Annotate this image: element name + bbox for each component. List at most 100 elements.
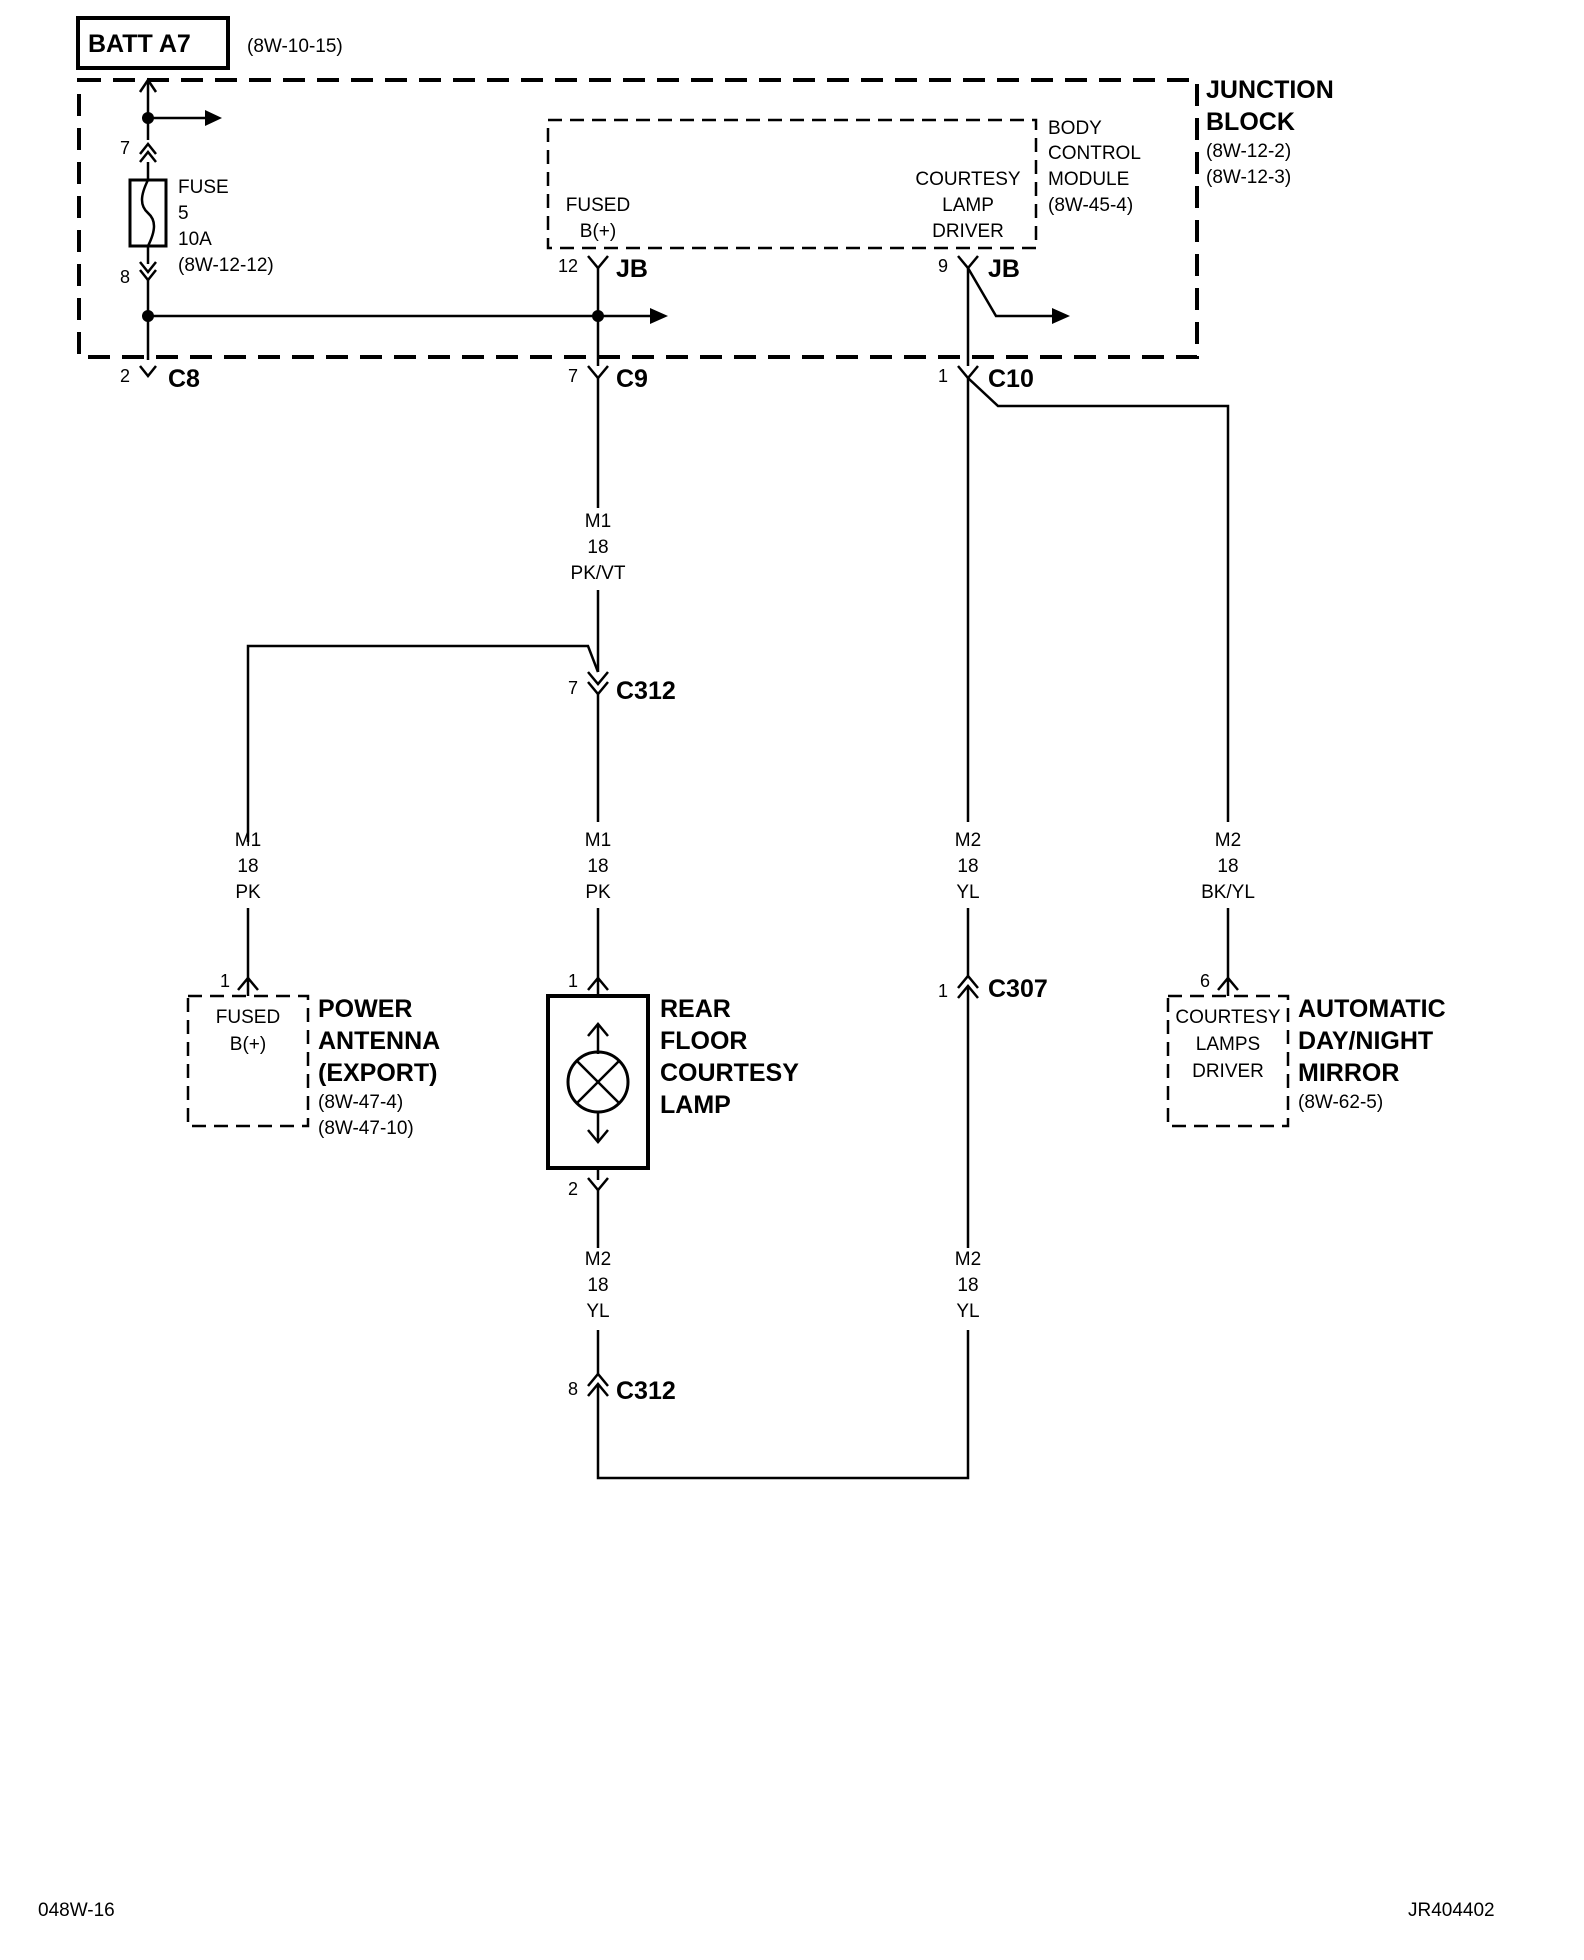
battery-feed-wire [138,77,222,180]
c312-top-pin: 7 [568,678,578,698]
fuse-pin-bottom: 8 [120,267,130,287]
c312-top-splice [246,590,609,842]
wire-m2-bkyl-color: BK/YL [1201,882,1255,903]
c9-pin: 7 [568,366,578,386]
junction-block-ref-1: (8W-12-2) [1206,141,1291,162]
mirror-inner-1: COURTESY [1175,1007,1281,1028]
bcm-fused-2: B(+) [580,221,616,242]
lamp-bulb-icon [566,1050,630,1114]
c307-connector [957,908,979,1248]
footer-left: 048W-16 [38,1900,115,1921]
antenna-name-2: ANTENNA [318,1027,440,1055]
c307-pin: 1 [938,981,948,1001]
wire-m2-yl-lower-right-circuit: M2 [955,1249,981,1270]
wire-m1-pkvt-circuit: M1 [585,511,611,532]
bcm-title-2: CONTROL [1048,143,1141,164]
fuse-rating: 10A [178,229,212,250]
c312-top-name: C312 [616,677,676,705]
bcm-ref: (8W-45-4) [1048,195,1133,216]
junction-block-title-1: JUNCTION [1206,76,1334,104]
wire-m2-yl-lower-left-circuit: M2 [585,1249,611,1270]
rear-floor-courtesy-lamp [546,976,650,1248]
bcm-fused-1: FUSED [566,195,630,216]
antenna-pin: 1 [220,971,230,991]
fuse-ref: (8W-12-12) [178,255,274,276]
lamp-name-4: LAMP [660,1091,731,1119]
wire-m2-yl-lower-right-color: YL [956,1301,979,1322]
batt-box [76,16,230,70]
mirror-inner-3: DRIVER [1192,1061,1264,1082]
mirror-outline [1166,994,1290,1128]
bcm-driver-2: LAMP [942,195,994,216]
c312-bottom-pin: 8 [568,1379,578,1399]
wire-m2-yl-lower-left-gauge: 18 [587,1275,608,1296]
wire-m1-pk-center-color: PK [585,882,611,903]
antenna-inner-1: FUSED [216,1007,280,1028]
wire-m2-bkyl-circuit: M2 [1215,830,1241,851]
fused-b-plus-wire [587,255,609,508]
lamp-pin-bottom: 2 [568,1179,578,1199]
bcm-title-3: MODULE [1048,169,1129,190]
fuse-label: FUSE [178,177,229,198]
wire-m2-yl-lower-left-color: YL [586,1301,609,1322]
c10-pin: 1 [938,366,948,386]
wire-m1-pk-left-color: PK [235,882,261,903]
mirror-ref: (8W-62-5) [1298,1092,1383,1113]
junction-block-ref-2: (8W-12-3) [1206,167,1291,188]
fuse-5 [128,178,168,248]
mirror-inner-2: LAMPS [1196,1034,1260,1055]
wire-m1-pk-left-gauge: 18 [237,856,258,877]
jb-right-name: JB [988,255,1020,283]
c307-name: C307 [988,975,1048,1003]
bcm-outline [546,118,1038,250]
fuse-number: 5 [178,203,189,224]
c8-name: C8 [168,365,200,393]
footer-right: JR404402 [1408,1900,1495,1921]
jb-left-name: JB [616,255,648,283]
c9-name: C9 [616,365,648,393]
antenna-ref-2: (8W-47-10) [318,1118,414,1139]
wire-m1-pkvt-color: PK/VT [571,563,626,584]
power-antenna-connector [237,976,259,996]
antenna-name-1: POWER [318,995,412,1023]
jb-right-pin: 9 [938,256,948,276]
mirror-connector [1217,976,1239,996]
c8-pin: 2 [120,366,130,386]
batt-ref: (8W-10-15) [247,36,343,57]
lamp-name-3: COURTESY [660,1059,799,1087]
mirror-name-2: DAY/NIGHT [1298,1027,1433,1055]
courtesy-driver-wire [957,255,1230,822]
antenna-ref-1: (8W-47-4) [318,1092,403,1113]
lamp-name-2: FLOOR [660,1027,748,1055]
batt-label: BATT A7 [88,30,191,58]
bcm-title-1: BODY [1048,118,1102,139]
lamp-name-1: REAR [660,995,731,1023]
wire-m1-pkvt-gauge: 18 [587,537,608,558]
antenna-name-3: (EXPORT) [318,1059,437,1087]
mirror-name-3: MIRROR [1298,1059,1399,1087]
wire-m2-yl-right-circuit: M2 [955,830,981,851]
wire-m1-pk-left-circuit: M1 [235,830,261,851]
mirror-pin: 6 [1200,971,1210,991]
mirror-name-1: AUTOMATIC [1298,995,1446,1023]
junction-block-outline [77,78,1199,359]
wire-m1-pk-center-gauge: 18 [587,856,608,877]
lamp-pin-top: 1 [568,971,578,991]
junction-block-title-2: BLOCK [1206,108,1295,136]
c10-name: C10 [988,365,1034,393]
fuse-output-wire [139,246,668,379]
c312-bottom-connector [587,1330,970,1480]
jb-left-pin: 12 [558,256,578,276]
c312-bottom-name: C312 [616,1377,676,1405]
bcm-driver-1: COURTESY [915,169,1021,190]
wire-m2-bkyl-gauge: 18 [1217,856,1238,877]
wire-m2-yl-right-color: YL [956,882,979,903]
bcm-driver-3: DRIVER [932,221,1004,242]
power-antenna-outline [186,994,310,1128]
fuse-pin-top: 7 [120,138,130,158]
antenna-inner-2: B(+) [230,1034,266,1055]
wire-m1-pk-center-circuit: M1 [585,830,611,851]
wire-m2-yl-lower-right-gauge: 18 [957,1275,978,1296]
wire-m2-yl-right-gauge: 18 [957,856,978,877]
